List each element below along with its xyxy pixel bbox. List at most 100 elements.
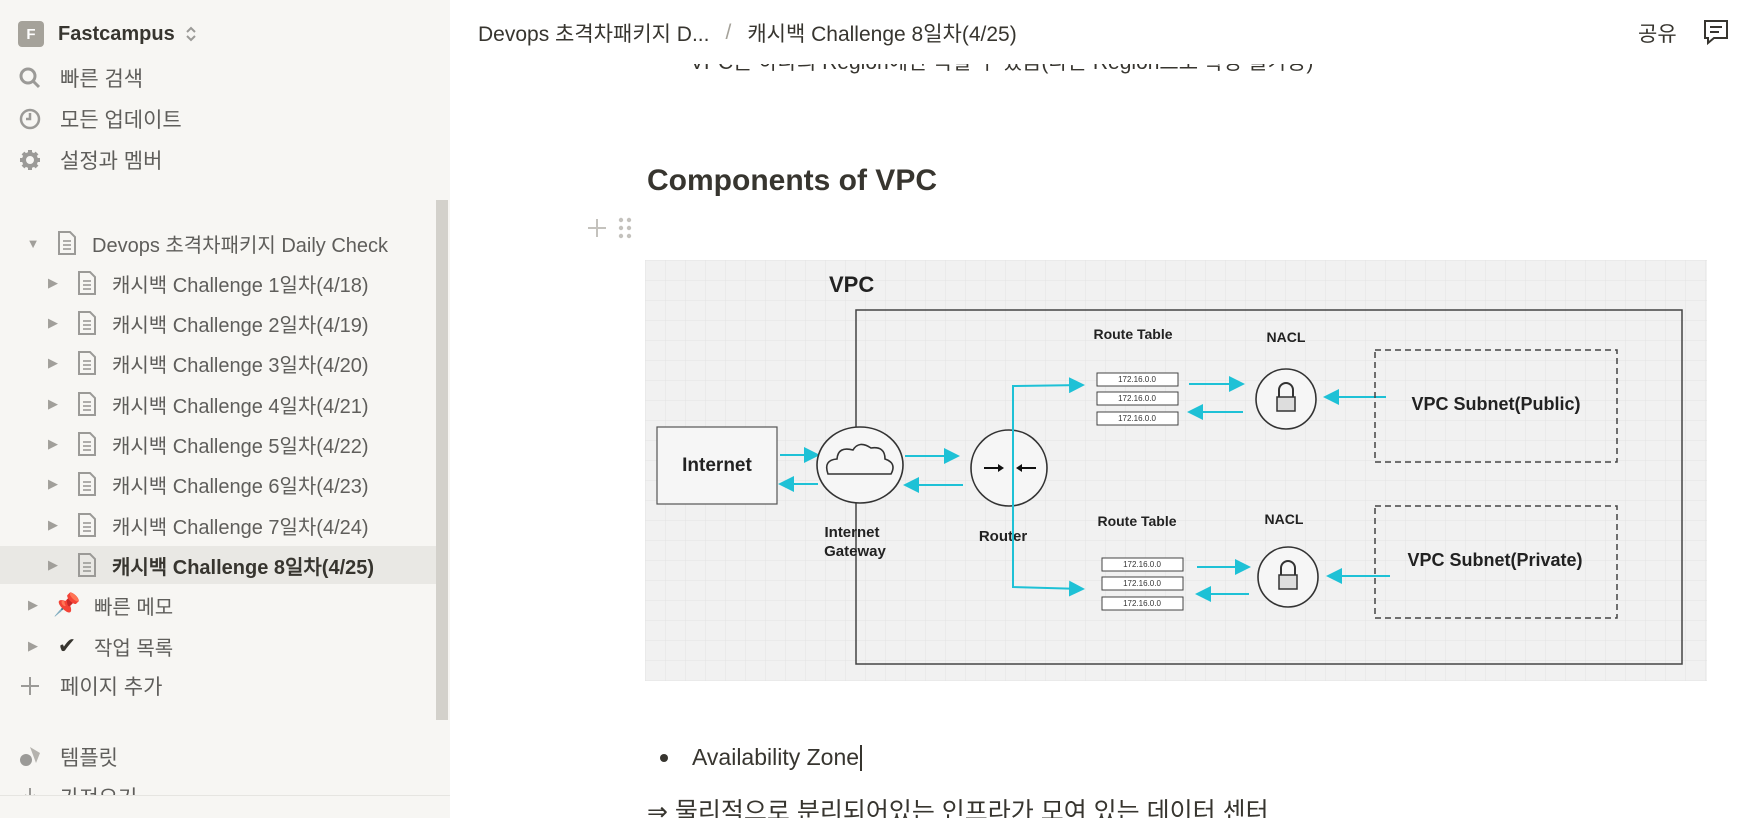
sidebar-footer-divider [0, 795, 450, 818]
collapsed-triangle-icon[interactable]: ▶ [48, 436, 58, 451]
add-block-icon[interactable] [586, 217, 608, 239]
section-heading: Components of VPC [647, 164, 937, 197]
add-page-label: 페이지 추가 [60, 676, 163, 699]
tree-item-challenge-4[interactable]: ▶ 캐시백 Challenge 4일차(4/21) [0, 385, 436, 423]
bullet-text[interactable]: Availability Zone [692, 744, 860, 770]
page-content: VPC는 하나의 Region에만 속할 수 있음(다른 Region으로 확장… [450, 0, 1740, 818]
page-icon [78, 271, 96, 295]
collapsed-triangle-icon[interactable]: ▶ [48, 275, 58, 290]
tree-item-challenge-3[interactable]: ▶ 캐시백 Challenge 3일차(4/20) [0, 344, 436, 382]
page-icon [78, 311, 96, 335]
subnet-public-label: VPC Subnet(Public) [1411, 394, 1580, 414]
page-icon [78, 432, 96, 456]
chevron-updown-icon [186, 26, 196, 42]
settings-label: 설정과 멤버 [60, 150, 163, 173]
tree-item-challenge-5[interactable]: ▶ 캐시백 Challenge 5일차(4/22) [0, 425, 436, 463]
tree-item-task-list[interactable]: ▶ ✔ 작업 목록 [0, 627, 436, 665]
route-table-public-label: Route Table [1093, 326, 1172, 342]
page-icon [78, 553, 96, 577]
page-icon [78, 392, 96, 416]
page-icon [78, 351, 96, 375]
expanded-triangle-icon[interactable]: ▼ [26, 235, 40, 251]
route-table-public: 172.16.0.0 172.16.0.0 172.16.0.0 [1096, 372, 1179, 426]
nacl-public-lock-icon [1255, 368, 1317, 430]
svg-text:172.16.0.0: 172.16.0.0 [1118, 414, 1156, 423]
breadcrumb-current[interactable]: 캐시백 Challenge 8일차(4/25) [747, 23, 1017, 46]
subnet-public-box [1374, 349, 1618, 463]
settings-members[interactable]: 설정과 멤버 [18, 143, 162, 177]
workspace-name: Fastcampus [58, 22, 175, 45]
collapsed-triangle-icon[interactable]: ▶ [48, 396, 58, 411]
tree-item-quick-memo[interactable]: ▶ 📌 빠른 메모 [0, 586, 436, 624]
collapsed-triangle-icon[interactable]: ▶ [28, 597, 38, 612]
router-icon [970, 429, 1048, 507]
collapsed-triangle-icon[interactable]: ▶ [48, 517, 58, 532]
sidebar: F Fastcampus 빠른 검색 모든 업데이트 설정과 멤버 ▼ Devo… [0, 0, 450, 818]
workspace-switcher[interactable]: F Fastcampus [18, 20, 199, 48]
search-icon [18, 66, 42, 90]
breadcrumb-parent[interactable]: Devops 초격차패키지 D... [478, 23, 710, 46]
bullet-item[interactable]: Availability Zone [660, 744, 863, 771]
page-icon [78, 513, 96, 537]
checkmark-icon: ✔ [57, 633, 77, 658]
tree-item-label: 캐시백 Challenge 4일차(4/21) [112, 395, 369, 418]
all-updates-label: 모든 업데이트 [60, 109, 182, 132]
tree-item-devops-root[interactable]: ▼ Devops 초격차패키지 Daily Check [0, 224, 436, 262]
tree-item-challenge-7[interactable]: ▶ 캐시백 Challenge 7일차(4/24) [0, 506, 436, 544]
svg-text:172.16.0.0: 172.16.0.0 [1118, 394, 1156, 403]
internet-gateway-label-line1: Internet [824, 524, 879, 541]
tree-item-label: 캐시백 Challenge 5일차(4/22) [112, 435, 369, 458]
tree-item-label: 캐시백 Challenge 2일차(4/19) [112, 314, 369, 337]
router-label: Router [979, 528, 1027, 545]
quick-search-label: 빠른 검색 [60, 68, 144, 91]
templates-label: 템플릿 [60, 747, 118, 770]
tree-item-label: 캐시백 Challenge 3일차(4/20) [112, 354, 369, 377]
vpc-title: VPC [829, 272, 874, 297]
drag-handle-icon[interactable] [618, 216, 632, 240]
page-icon [58, 231, 76, 255]
topbar: Devops 초격차패키지 D... / 캐시백 Challenge 8일차(4… [450, 0, 1740, 64]
tree-item-label: 작업 목록 [94, 637, 174, 660]
internet-gateway-label-line2: Gateway [824, 543, 886, 560]
route-table-private: 172.16.0.0 172.16.0.0 172.16.0.0 [1101, 557, 1184, 611]
nacl-public-label: NACL [1267, 329, 1306, 345]
tree-item-label: 캐시백 Challenge 8일차(4/25) [112, 556, 375, 579]
tree-item-label: 캐시백 Challenge 1일차(4/18) [112, 274, 369, 297]
collapsed-triangle-icon[interactable]: ▶ [48, 476, 58, 491]
internet-box [656, 426, 778, 505]
internet-label: Internet [682, 455, 752, 476]
sidebar-scrollbar[interactable] [436, 200, 448, 720]
quick-search[interactable]: 빠른 검색 [18, 61, 143, 95]
tree-item-challenge-8[interactable]: ▶ 캐시백 Challenge 8일차(4/25) [0, 546, 436, 584]
svg-text:172.16.0.0: 172.16.0.0 [1123, 579, 1161, 588]
route-table-private-label: Route Table [1097, 513, 1176, 529]
collapsed-triangle-icon[interactable]: ▶ [48, 355, 58, 370]
collapsed-triangle-icon[interactable]: ▶ [48, 557, 58, 572]
page-icon [78, 472, 96, 496]
svg-text:172.16.0.0: 172.16.0.0 [1123, 599, 1161, 608]
tree-item-challenge-2[interactable]: ▶ 캐시백 Challenge 2일차(4/19) [0, 304, 436, 342]
subnet-private-box [1374, 505, 1618, 619]
collapsed-triangle-icon[interactable]: ▶ [48, 315, 58, 330]
breadcrumb-separator: / [725, 21, 732, 44]
paragraph-text[interactable]: ⇒ 물리적으로 분리되어있는 인프라가 모여 있는 데이터 센터 [647, 798, 1269, 818]
all-updates[interactable]: 모든 업데이트 [18, 102, 182, 136]
bullet-dot [660, 753, 668, 762]
collapsed-triangle-icon[interactable]: ▶ [28, 638, 38, 653]
tree-item-challenge-1[interactable]: ▶ 캐시백 Challenge 1일차(4/18) [0, 264, 436, 302]
shapes-icon [18, 745, 42, 769]
templates-button[interactable]: 템플릿 [18, 740, 118, 774]
tree-item-challenge-6[interactable]: ▶ 캐시백 Challenge 6일차(4/23) [0, 465, 436, 503]
add-page-button[interactable]: 페이지 추가 [18, 669, 162, 703]
tree-item-label: Devops 초격차패키지 Daily Check [92, 234, 389, 257]
tree-item-label: 캐시백 Challenge 6일차(4/23) [112, 475, 369, 498]
share-button[interactable]: 공유 [1638, 23, 1677, 46]
gear-icon [18, 148, 42, 172]
vpc-diagram-image[interactable]: VPC Internet Internet Gateway Router [645, 260, 1707, 681]
comment-icon[interactable] [1702, 18, 1730, 46]
breadcrumb: Devops 초격차패키지 D... / 캐시백 Challenge 8일차(4… [478, 18, 1017, 48]
tree-item-label: 캐시백 Challenge 7일차(4/24) [112, 516, 369, 539]
internet-gateway-icon [816, 426, 904, 504]
nacl-private-label: NACL [1265, 511, 1304, 527]
clock-icon [18, 107, 42, 131]
